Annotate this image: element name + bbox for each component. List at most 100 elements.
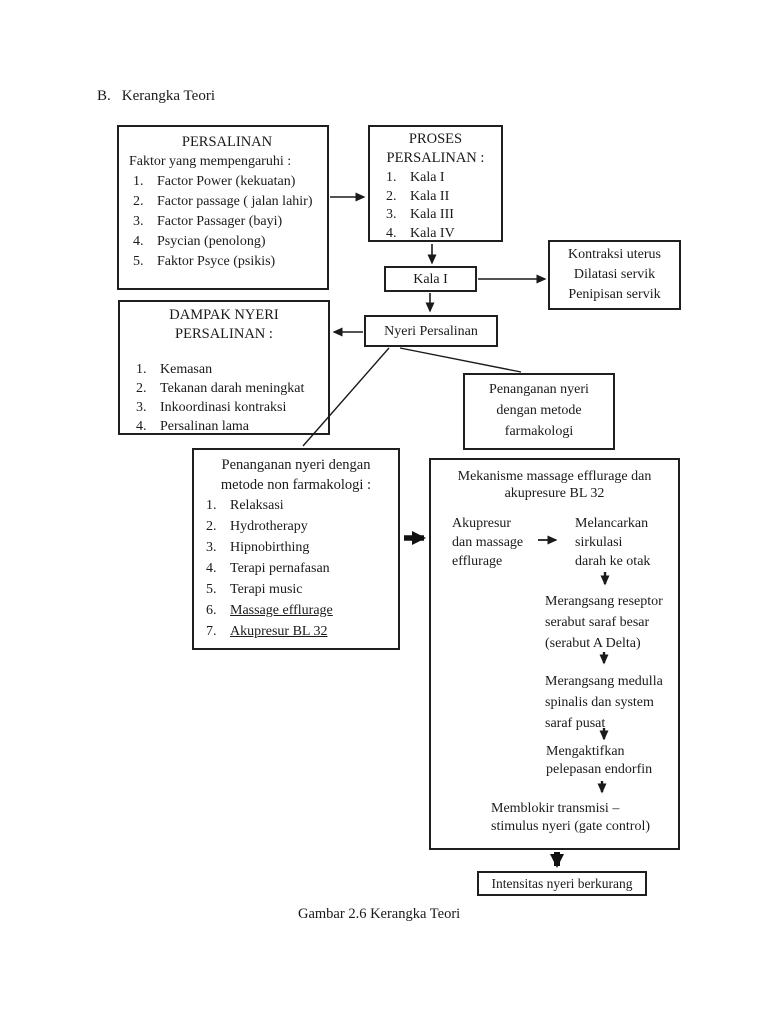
text-line: saraf pusat (545, 716, 606, 731)
list-item: 2. Hydrotherapy (206, 516, 392, 537)
list-item-text: Persalinan lama (160, 419, 250, 434)
list-item: 3. Inkoordinasi kontraksi (136, 398, 322, 417)
box-farmakologi: Penanganan nyeri dengan metode farmakolo… (463, 373, 615, 450)
list-item-text: Factor Power (kekuatan) (157, 174, 296, 189)
list-item-number: 4. (133, 234, 144, 249)
list-item: 2. Factor passage ( jalan lahir) (133, 192, 321, 212)
line-nyeri-to-farmakologi (399, 347, 522, 373)
list-item-text: Massage efflurage (230, 603, 333, 618)
list-item: 3. Kala III (386, 206, 495, 225)
text-line: Memblokir transmisi – (491, 801, 620, 816)
list-item-number: 2. (136, 381, 147, 396)
box-subtitle: Faktor yang mempengaruhi : (129, 154, 292, 169)
box-label: Kala I (413, 272, 448, 287)
section-letter: B. (97, 88, 111, 104)
list-item: 2. Tekanan darah meningkat (136, 379, 322, 398)
list-item-text: Tekanan darah meningkat (160, 381, 305, 396)
box-kontraksi-uterus: Kontraksi uterus Dilatasi servik Penipis… (548, 240, 681, 310)
box-title: DAMPAK NYERI PERSALINAN : (169, 307, 279, 342)
text-line: pelepasan endorfin (546, 762, 653, 777)
list-item: 5. Faktor Psyce (psikis) (133, 252, 321, 272)
list-item-text: Kala III (410, 207, 454, 222)
text-line: darah ke otak (575, 554, 651, 569)
list-item-number: 4. (386, 225, 397, 241)
text-line: spinalis dan system (545, 695, 654, 710)
box-intensitas: Intensitas nyeri berkurang (477, 871, 647, 896)
text-line: (serabut A Delta) (545, 636, 641, 651)
list-item: 1.Kala I (386, 169, 495, 188)
list-item-text: Relaksasi (230, 498, 284, 513)
list-item-text: Inkoordinasi kontraksi (160, 400, 287, 415)
section-heading: B. Kerangka Teori (97, 88, 215, 105)
list-item-number: 1. (133, 174, 144, 189)
list-item-text: Factor passage ( jalan lahir) (157, 194, 313, 209)
box-line: Dilatasi servik (573, 267, 656, 282)
box-label: Intensitas nyeri berkurang (491, 876, 633, 891)
section-title: Kerangka Teori (121, 88, 215, 104)
list-item: 1. Kemasan (136, 360, 322, 379)
list-item-number: 5. (133, 254, 144, 269)
text-line: sirkulasi (575, 535, 623, 550)
list-item-number: 2. (206, 519, 217, 534)
list-item-number: 7. (206, 624, 217, 639)
list-item-text: Kala IV (410, 225, 455, 241)
list-item: 1. Relaksasi (206, 495, 392, 516)
text-line: Merangsang medulla (545, 674, 663, 689)
list-item-text: Hydrotherapy (230, 519, 308, 534)
list-item-number: 2. (133, 194, 144, 209)
text-line: efflurage (452, 554, 503, 569)
box-proses-persalinan: PROSES PERSALINAN : 1.Kala I 2. Kala II 3… (368, 125, 503, 242)
box-persalinan: PERSALINAN Faktor yang mempengaruhi : 1.… (117, 125, 329, 290)
list-item: 7. Akupresur BL 32 (206, 621, 392, 642)
box-line: dengan metode (496, 403, 582, 418)
list-item: 4. Kala IV (386, 225, 495, 244)
list-item: 1. Factor Power (kekuatan) (133, 172, 321, 192)
box-kala-1: Kala I (384, 266, 477, 292)
list-item-number: 3. (386, 207, 397, 222)
list-item-text: Hipnobirthing (230, 540, 310, 555)
list-item-number: 3. (206, 540, 217, 555)
box-title: PROSES PERSALINAN : (386, 131, 485, 166)
box-non-farmakologi: Penanganan nyeri dengan metode non farma… (192, 448, 400, 650)
list-item: 4.Persalinan lama (136, 417, 322, 436)
list-item: 6. Massage efflurage (206, 600, 392, 621)
mekanisme-step-2: Merangsang reseptor serabut saraf besar … (545, 591, 663, 654)
list-item-text: Psycian (penolong) (157, 234, 266, 249)
list-item-number: 3. (133, 214, 144, 229)
box-title-line: akupresure BL 32 (504, 486, 605, 501)
box-title: Penanganan nyeri dengan (221, 457, 371, 473)
box-line: Penanganan nyeri (489, 382, 589, 397)
list-item-text: Akupresur BL 32 (230, 624, 328, 639)
mekanisme-step-5: Memblokir transmisi – stimulus nyeri (ga… (491, 800, 650, 836)
list-item: 3. Hipnobirthing (206, 537, 392, 558)
list-item-number: 6. (206, 603, 217, 618)
mekanisme-step-4: Mengaktifkan pelepasan endorfin (546, 743, 652, 779)
box-line: Kontraksi uterus (568, 247, 661, 262)
box-line: farmakologi (504, 424, 574, 439)
list-item-text: Kala II (410, 188, 450, 204)
text-line: serabut saraf besar (545, 615, 650, 630)
list-item-text: Terapi music (230, 582, 303, 597)
mekanisme-source: Akupresur dan massage efflurage (452, 514, 523, 571)
list-item-number: 1. (386, 170, 397, 185)
list-item-text: Kemasan (160, 362, 213, 377)
list-item-number: 5. (206, 582, 217, 597)
list-item-text: Faktor Psyce (psikis) (157, 254, 276, 269)
figure-caption: Gambar 2.6 Kerangka Teori (298, 906, 461, 922)
mekanisme-step-3: Merangsang medulla spinalis dan system s… (545, 671, 663, 734)
text-line: Melancarkan (575, 516, 649, 531)
list-item-number: 1. (136, 362, 147, 377)
box-line: Penipisan servik (568, 287, 661, 302)
list-item: 4. Psycian (penolong) (133, 232, 321, 252)
box-dampak-nyeri: DAMPAK NYERI PERSALINAN : 1. Kemasan 2. Te… (118, 300, 330, 435)
list-item: 4.Terapi pernafasan (206, 558, 392, 579)
list-item-number: 3. (136, 400, 147, 415)
list-item: 5. Terapi music (206, 579, 392, 600)
list-item-number: 1. (206, 498, 217, 513)
box-nyeri-persalinan: Nyeri Persalinan (364, 315, 498, 347)
text-line: Mengaktifkan (546, 744, 625, 759)
box-title: PERSALINAN (181, 134, 273, 150)
list-item-number: 2. (386, 188, 397, 204)
box-title-line: Mekanisme massage efflurage dan (457, 469, 652, 484)
